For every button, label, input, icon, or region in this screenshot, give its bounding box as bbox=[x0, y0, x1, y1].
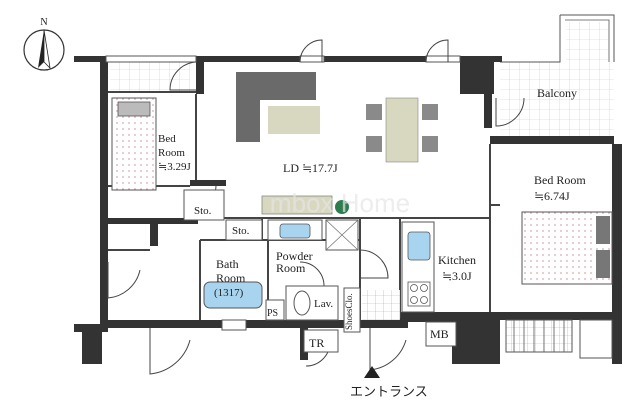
ld-furniture: LD ≒17.7J bbox=[236, 72, 438, 215]
bed-room-1-label-2: Room bbox=[158, 147, 185, 159]
balcony-strip bbox=[110, 62, 190, 92]
powder-room-label-2: Room bbox=[276, 261, 306, 275]
bed-room-2-label: Bed Room bbox=[534, 173, 586, 187]
shoes-closet: ShoesClo. bbox=[343, 287, 400, 333]
kitchen-size: ≒3.0J bbox=[442, 269, 472, 283]
bed-room-2: Bed Room ≒6.74J bbox=[521, 173, 613, 285]
ps-lav: PS Lav. bbox=[265, 285, 339, 321]
bath-room-label: Bath bbox=[216, 257, 239, 271]
shoes-closet-label: ShoesClo. bbox=[344, 293, 354, 330]
storage-1: Sto. bbox=[183, 189, 225, 221]
mb: MB bbox=[425, 321, 457, 347]
compass: N bbox=[23, 17, 65, 71]
bed-room-1-label: Bed bbox=[158, 133, 176, 145]
watermark: mbox Home bbox=[270, 188, 410, 218]
powder-room: Powder Room bbox=[276, 249, 313, 275]
storage-2-label: Sto. bbox=[232, 225, 250, 237]
windows bbox=[105, 55, 461, 63]
kitchen: Kitchen ≒3.0J bbox=[401, 221, 476, 313]
tr: TR bbox=[303, 329, 339, 353]
storage-1-label: Sto. bbox=[194, 205, 212, 217]
ld-label: LD ≒17.7J bbox=[283, 161, 338, 175]
bath-room-unit-size: (1317) bbox=[214, 287, 244, 299]
bed-room-2-size: ≒6.74J bbox=[534, 189, 570, 203]
closet-right bbox=[505, 319, 613, 359]
balcony: Balcony bbox=[500, 14, 615, 144]
mb-label: MB bbox=[430, 327, 449, 341]
washbasin bbox=[267, 219, 359, 251]
walls bbox=[74, 56, 622, 364]
bath-room-label-2: Room bbox=[216, 271, 246, 285]
tr-label: TR bbox=[309, 336, 324, 350]
entrance-label: エントランス bbox=[350, 384, 428, 399]
storage-2: Sto. bbox=[225, 219, 263, 241]
kitchen-label: Kitchen bbox=[438, 253, 476, 267]
lavatory-label: Lav. bbox=[314, 298, 333, 310]
bed-room-1-size: ≒3.29J bbox=[158, 161, 191, 173]
powder-room-label: Powder bbox=[276, 249, 313, 263]
entrance: エントランス bbox=[350, 366, 428, 399]
ps-label: PS bbox=[267, 308, 278, 319]
bath-room: Bath Room (1317) bbox=[203, 257, 263, 331]
north-label: N bbox=[40, 17, 47, 28]
balcony-label: Balcony bbox=[537, 86, 577, 100]
bed-room-1: Bed Room ≒3.29J bbox=[111, 97, 191, 191]
